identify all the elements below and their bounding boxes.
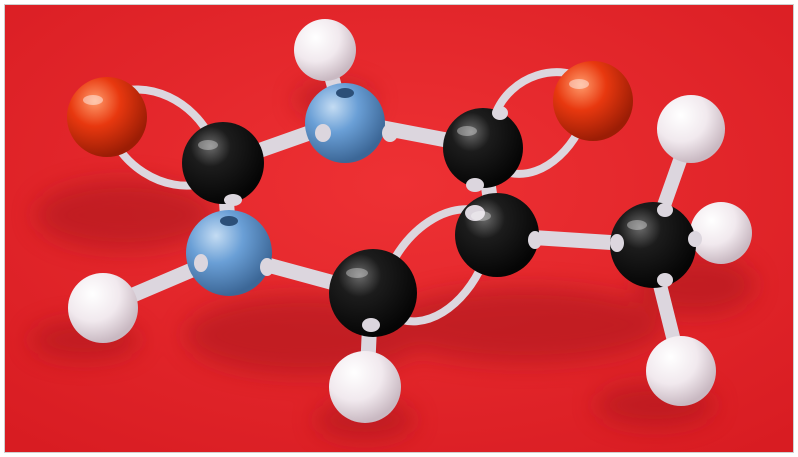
bond-stubs (194, 106, 702, 332)
carbon-atom-5 (610, 202, 696, 288)
nitrogen-socket-top (336, 88, 354, 98)
hydrogen-atom-methyl-right (690, 202, 752, 264)
hydrogen-atom-methyl-bottom (646, 336, 716, 406)
nitrogen-socket-left (220, 216, 238, 226)
atoms (67, 19, 752, 423)
nitrogen-atom-left (186, 210, 272, 296)
carbon-atom-4 (455, 193, 539, 277)
carbon-atom-2 (443, 108, 523, 188)
hydrogen-atom-methyl-top (657, 95, 725, 163)
hydrogen-atom-top (294, 19, 356, 81)
highlights (83, 79, 647, 278)
oxygen-atom-left (67, 77, 147, 157)
hydrogen-atom-bottom (329, 351, 401, 423)
nitrogen-atom-top (305, 83, 385, 163)
carbon-atom-1 (182, 122, 264, 204)
oxygen-atom-right (553, 61, 633, 141)
photo-frame (4, 4, 794, 453)
hydrogen-atom-left (68, 273, 138, 343)
carbon-atom-3 (329, 249, 417, 337)
molecule-photo (5, 5, 793, 452)
